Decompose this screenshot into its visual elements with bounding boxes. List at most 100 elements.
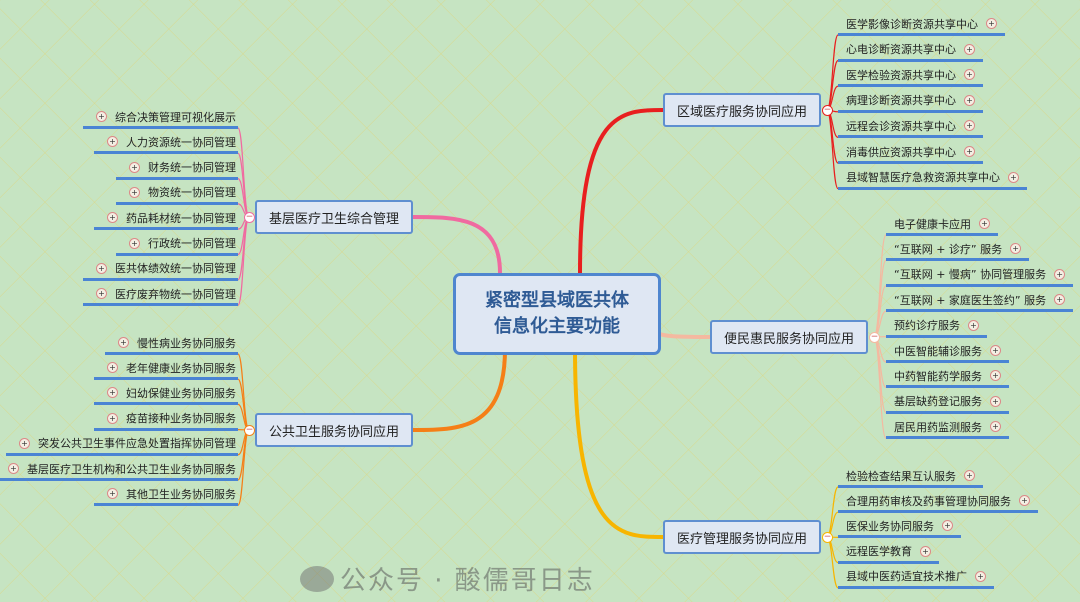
leaf-topic[interactable]: “互联网 + 诊疗” 服务+ [886,239,1030,262]
central-topic[interactable]: 紧密型县域医共体 信息化主要功能 [453,273,661,355]
watermark-text: 公众号 · 酸儒哥日志 [340,566,595,596]
plus-circle-icon[interactable]: + [920,545,931,557]
plus-circle-icon[interactable]: + [106,488,118,500]
leaf-topic[interactable]: +人力资源统一协同管理 [94,132,238,155]
leaf-topic[interactable]: 基层缺药登记服务 + [886,392,1009,414]
plus-circle-icon[interactable]: + [990,370,1001,382]
leaf-label: 药品耗材统一协同管理 [125,211,236,225]
connector [412,215,502,274]
leaf-label: 行政统一协同管理 [147,237,236,250]
minus-circle-icon[interactable]: − [822,105,833,116]
leaf-topic[interactable]: +其他卫生业务协同服务 [94,484,238,507]
plus-circle-icon[interactable]: + [117,337,129,348]
leaf-topic[interactable]: +综合决策管理可视化展示 [83,107,238,129]
leaf-label: 疫苗接种业务协同服务 [125,412,236,426]
leaf-label: 消毒供应资源共享中心 [846,145,956,159]
plus-circle-icon[interactable]: + [986,18,997,29]
leaf-label: 中医智能辅诊服务 [894,344,982,358]
leaf-label: “互联网 + 慢病” 协同管理服务 [894,268,1047,282]
leaf-topic[interactable]: 预约诊疗服务+ [886,316,987,338]
leaf-topic[interactable]: 中医智能辅诊服务 + [886,341,1009,363]
plus-circle-icon[interactable]: + [106,136,118,148]
leaf-label: 医保业务协同服务 [846,519,934,533]
plus-circle-icon[interactable]: + [942,520,953,532]
branch-topic[interactable]: 区域医疗服务协同应用 [663,93,821,127]
plus-circle-icon[interactable]: + [1008,171,1019,183]
plus-circle-icon[interactable]: + [964,43,975,55]
leaf-topic[interactable]: 病理诊断资源共享中心+ [838,91,983,113]
plus-circle-icon[interactable]: + [964,120,975,132]
wechat-logo-icon [300,565,334,592]
leaf-topic[interactable]: + 行政统一协同管理 [116,234,238,256]
leaf-topic[interactable]: +基层医疗卫生机构和公共卫生业务协同服务 [0,459,238,481]
leaf-label: 基层缺药登记服务 [894,395,982,409]
leaf-label: 医学检验资源共享中心 [846,68,956,82]
leaf-topic[interactable]: 医学影像诊断资源共享中心+ [838,14,1005,36]
leaf-topic[interactable]: 中药智能药学服务+ [886,366,1009,389]
leaf-topic[interactable]: +财务统一协同管理 [116,158,238,180]
leaf-topic[interactable]: +突发公共卫生事件应急处置指挥协同管理 [6,434,238,456]
leaf-topic[interactable]: 远程会诊资源共享中心+ [838,116,983,139]
plus-circle-icon[interactable]: + [106,212,118,224]
plus-circle-icon[interactable]: + [106,387,118,399]
connector [237,216,250,306]
plus-circle-icon[interactable]: + [1019,495,1030,507]
leaf-label: 医疗废弃物统一协同管理 [114,287,236,301]
branch-topic[interactable]: 便民惠民服务协同应用 [710,320,868,354]
leaf-topic[interactable]: 医学检验资源共享中心 + [838,65,983,88]
leaf-label: 电子健康卡应用 [894,217,971,231]
plus-circle-icon[interactable]: + [964,146,975,157]
leaf-topic[interactable]: “互联网 + 家庭医生签约” 服务+ [886,290,1074,313]
plus-circle-icon[interactable]: + [968,319,979,331]
plus-circle-icon[interactable]: + [8,463,19,474]
plus-circle-icon[interactable]: + [1054,268,1066,280]
connector [653,329,711,339]
plus-circle-icon[interactable]: + [990,421,1001,433]
leaf-topic[interactable]: “互联网 + 慢病” 协同管理服务 + [886,265,1074,287]
plus-circle-icon[interactable]: + [964,94,975,106]
branch-topic[interactable]: 医疗管理服务协同应用 [663,520,821,554]
leaf-topic[interactable]: 县域中医药适宜技术推广+ [838,567,994,589]
leaf-topic[interactable]: +慢性病业务协同服务 [105,333,238,355]
leaf-topic[interactable]: + 老年健康业务协同服务 [94,358,238,381]
minus-circle-icon[interactable]: − [244,212,255,223]
plus-circle-icon[interactable]: + [95,262,107,274]
branch-topic[interactable]: 公共卫生服务协同应用 [255,413,413,447]
plus-circle-icon[interactable]: + [990,345,1001,356]
plus-circle-icon[interactable]: + [106,412,118,424]
plus-circle-icon[interactable]: + [1054,294,1066,306]
plus-circle-icon[interactable]: + [95,111,107,122]
leaf-topic[interactable]: 远程医学教育+ [838,542,939,564]
leaf-topic[interactable]: 消毒供应资源共享中心 + [838,142,983,164]
leaf-topic[interactable]: 县域智慧医疗急救资源共享中心+ [838,168,1027,190]
plus-circle-icon[interactable]: + [106,362,118,374]
plus-circle-icon[interactable]: + [128,237,140,249]
plus-circle-icon[interactable]: + [95,288,107,300]
leaf-topic[interactable]: + 疫苗接种业务协同服务 [94,409,238,431]
plus-circle-icon[interactable]: + [990,395,1001,407]
plus-circle-icon[interactable]: + [18,437,30,449]
leaf-topic[interactable]: +物资统一协同管理 [116,183,238,205]
plus-circle-icon[interactable]: + [964,69,975,81]
leaf-topic[interactable]: 电子健康卡应用 + [886,214,998,236]
plus-circle-icon[interactable]: + [979,218,990,229]
minus-circle-icon[interactable]: − [869,332,880,343]
leaf-topic[interactable]: 心电诊断资源共享中心+ [838,40,983,62]
minus-circle-icon[interactable]: − [244,425,255,436]
leaf-topic[interactable]: 检验检查结果互认服务+ [838,466,983,488]
plus-circle-icon[interactable]: + [128,186,140,198]
leaf-topic[interactable]: +妇幼保健业务协同服务 [94,383,238,406]
plus-circle-icon[interactable]: + [128,161,140,173]
plus-circle-icon[interactable]: + [964,470,975,481]
plus-circle-icon[interactable]: + [975,570,986,582]
minus-circle-icon[interactable]: − [822,532,833,543]
branch-topic[interactable]: 基层医疗卫生综合管理 [255,200,413,234]
leaf-topic[interactable]: 合理用药审核及药事管理协同服务+ [838,491,1038,514]
plus-circle-icon[interactable]: + [1010,243,1022,255]
leaf-topic[interactable]: + 医疗废弃物统一协同管理 [83,284,238,307]
leaf-topic[interactable]: + 药品耗材统一协同管理 [94,208,238,231]
leaf-label: 老年健康业务协同服务 [125,361,236,375]
leaf-topic[interactable]: 居民用药监测服务+ [886,417,1009,440]
leaf-topic[interactable]: 医保业务协同服务 + [838,516,961,539]
leaf-topic[interactable]: +医共体绩效统一协同管理 [83,259,238,281]
